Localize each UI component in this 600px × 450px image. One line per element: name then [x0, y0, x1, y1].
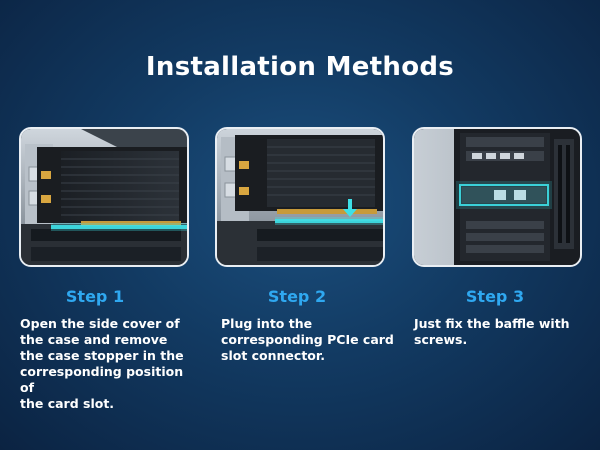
down-arrow-icon [343, 199, 357, 217]
step-1-illustration [21, 129, 187, 265]
page-title: Installation Methods [145, 52, 455, 82]
step-2-title: Step 2 [267, 287, 327, 306]
step-3-illustration [414, 129, 580, 265]
step-3-image [412, 127, 582, 267]
step-2-illustration [217, 129, 383, 265]
step-2-image [215, 127, 385, 267]
step-1-description: Open the side cover of the case and remo… [20, 316, 184, 411]
step-2-description: Plug into the corresponding PCIe card sl… [221, 316, 394, 363]
step-3-description: Just fix the baffle with screws. [414, 316, 570, 347]
step-1-title: Step 1 [65, 287, 125, 306]
step-1-image [19, 127, 189, 267]
step-3-title: Step 3 [465, 287, 525, 306]
